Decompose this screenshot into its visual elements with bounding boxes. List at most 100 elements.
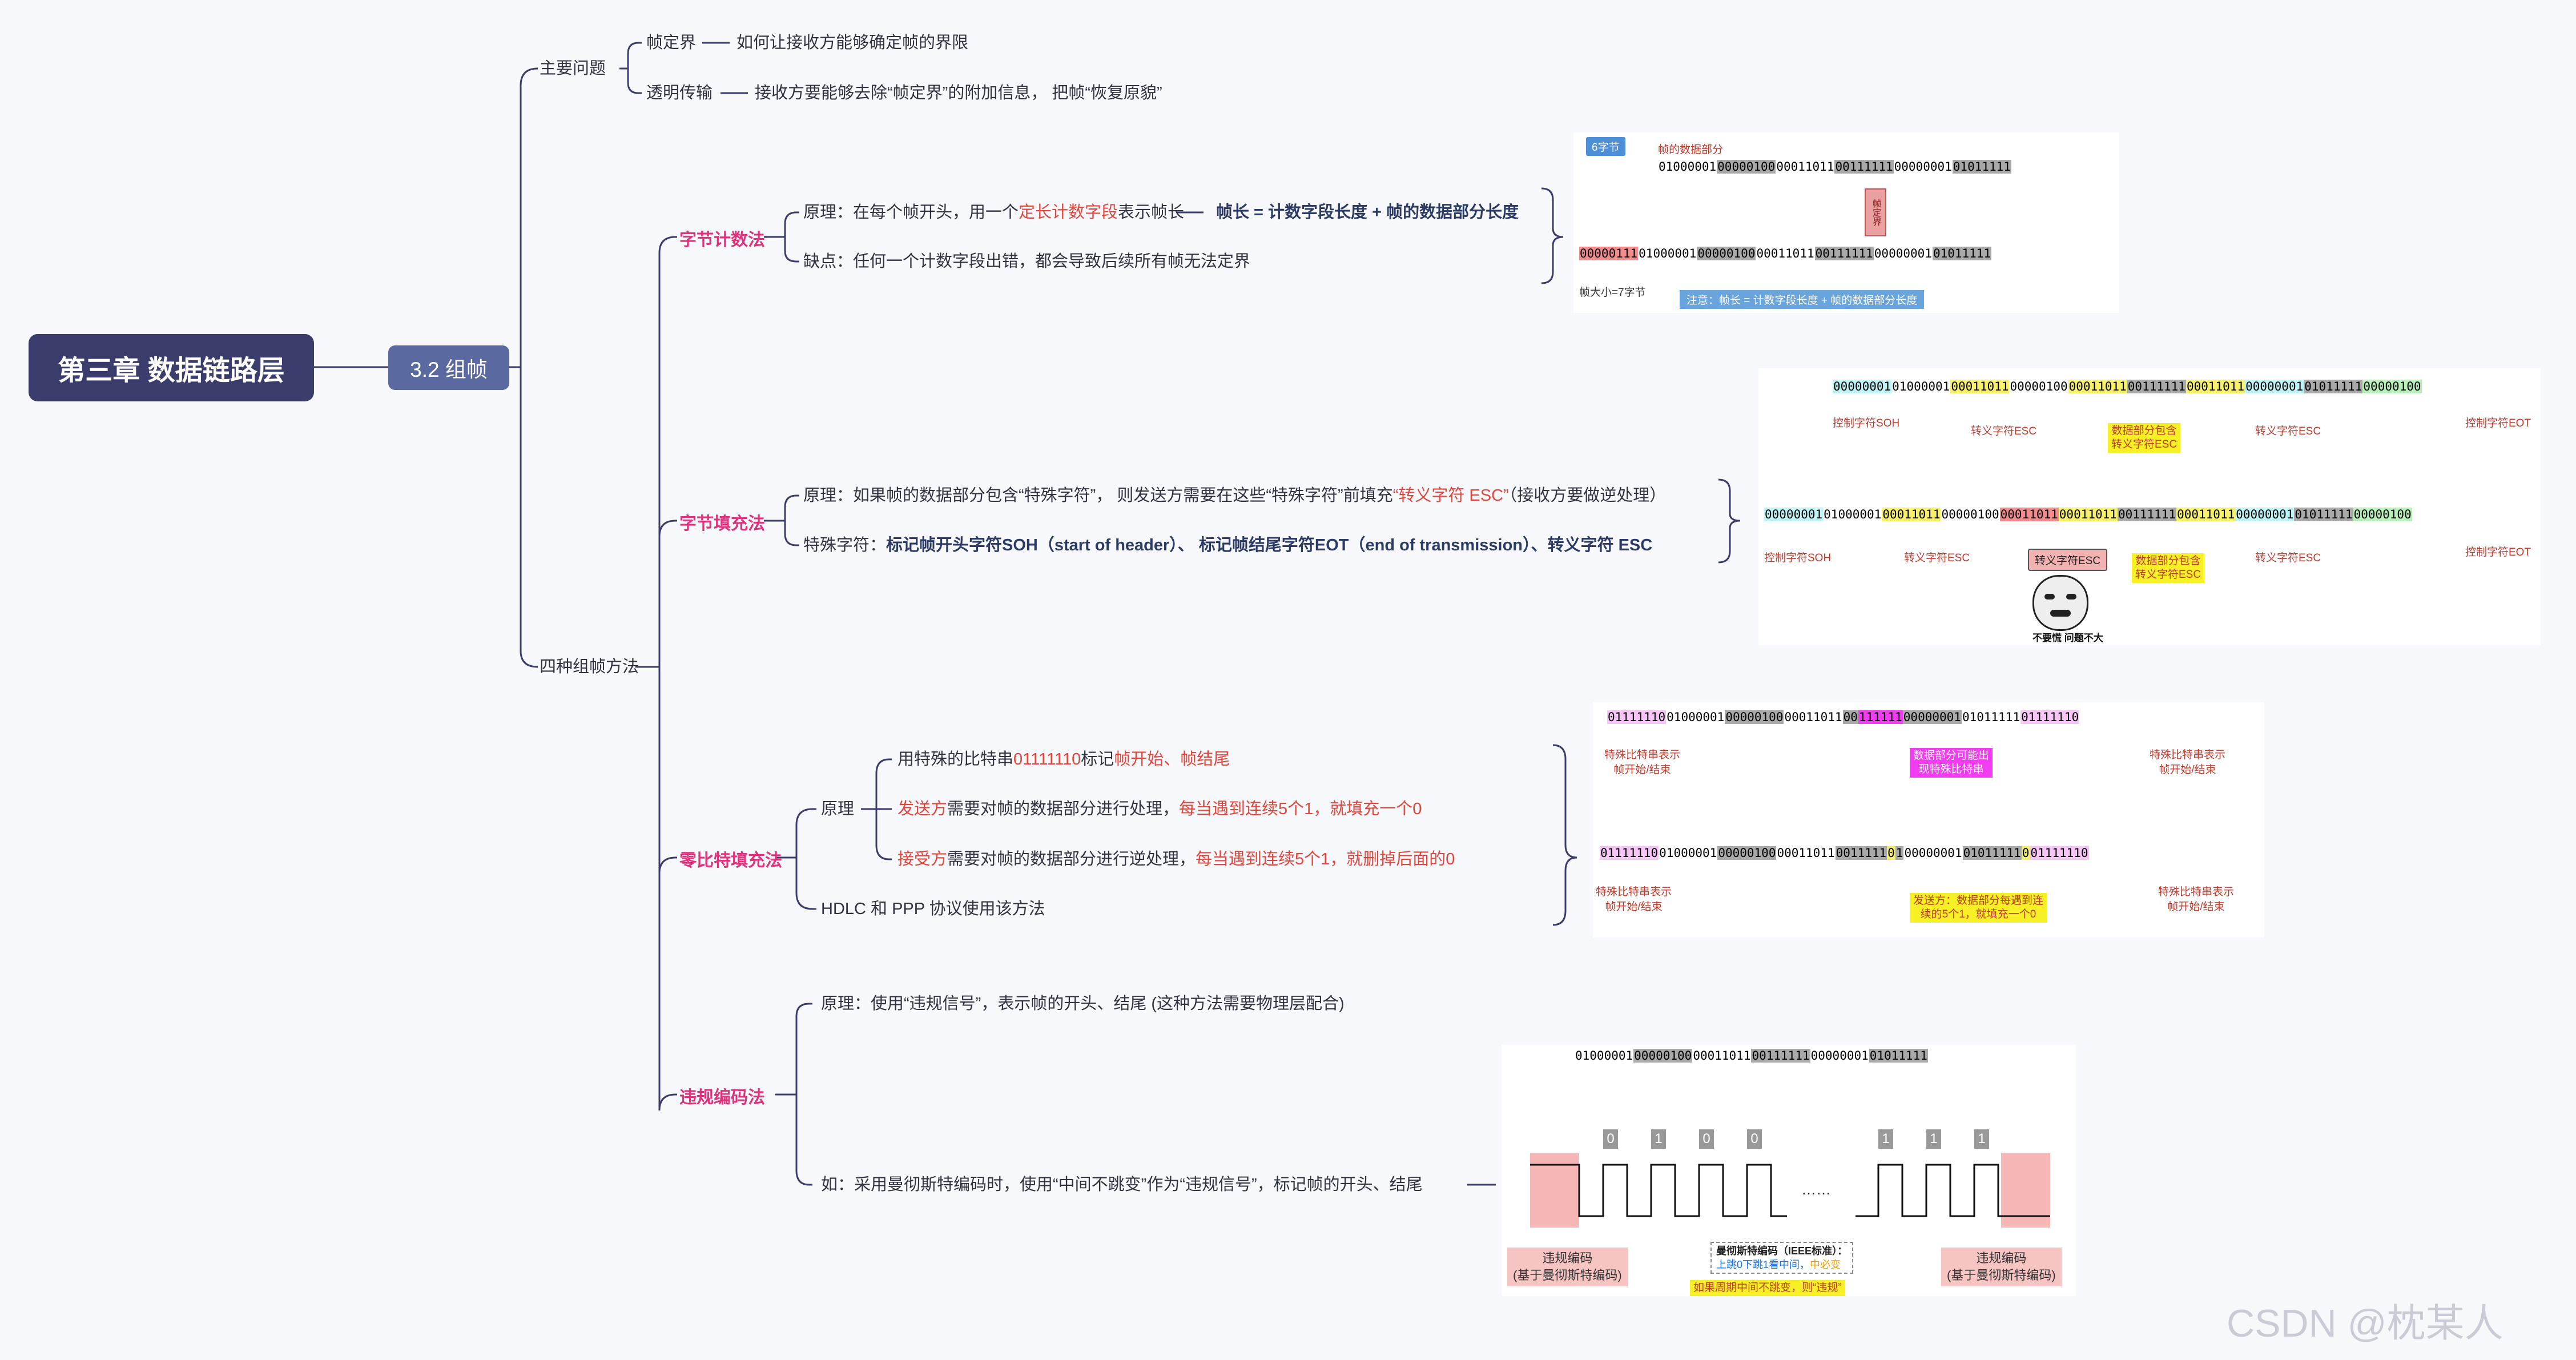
zero-stuff-hdlc: HDLC 和 PPP 协议使用该方法 [821,900,1045,918]
frame-bits-row1: 0100000100000100000110110011111100000001… [1658,159,2011,175]
data-part-caption: 帧的数据部分 [1658,144,1724,156]
byte-stuff-special: 特殊字符：标记帧开头字符SOH（start of header）、 标记帧结尾字… [803,534,1652,557]
bit-label: 0 [1699,1129,1714,1149]
zero-stuff-label[interactable]: 零比特填充法 [679,851,782,870]
bits-stuffed-zero: 0 [2021,846,2030,860]
byte-count-principle: 原理：在每个帧开头，用一个定长计数字段表示帧长 [803,201,1184,224]
bits-stuffed-zero: 0 [1887,846,1895,860]
bits-byte: 01011111 [1962,710,2020,724]
flag-label-3: 特殊比特串表示 帧开始/结束 [1596,886,1672,913]
root-topic[interactable]: 第三章 数据链路层 [29,334,314,401]
esc-label-3: 转义字符ESC [1904,552,1970,564]
byte-stuff-special-pre: 特殊字符： [803,536,887,554]
esc-label-4: 转义字符ESC [2255,552,2321,564]
transparent-label[interactable]: 透明传输 [646,84,713,102]
violation-label[interactable]: 违规编码法 [679,1088,765,1107]
six-bytes-tag: 6字节 [1586,137,1625,156]
bits-byte: 01011111 [1869,1049,1928,1063]
bits-byte: 00000001 [1894,160,1952,174]
danger-tag: 数据部分可能出 现特殊比特串 [1910,748,1993,778]
bits-byte: 00 [1842,710,1858,724]
bits-byte: 00011011 [1784,710,1842,724]
bits-esc: 00011011 [2185,380,2245,393]
esc-label-1: 转义字符ESC [1971,425,2037,437]
zero-stuff-p2-mid: 需要对帧的数据部分进行处理， [947,800,1180,818]
bits-byte: 00000100 [1633,1049,1693,1063]
watermark: CSDN @枕某人 [2227,1302,2503,1345]
bits-esc: 00011011 [2176,508,2236,521]
bits-byte: 00011011 [1756,247,1814,260]
bits-byte: 00000001 [2235,508,2295,521]
flag-label-1: 特殊比特串表示 帧开始/结束 [1604,749,1681,776]
zero-stuff-principle-label[interactable]: 原理 [821,800,855,818]
manchester-note: 曼彻斯特编码（IEEE标准）： 上跳0下跳1看中间，中必变 [1710,1242,1854,1274]
meme-caption: 不要慌 问题不大 [2032,633,2103,643]
zero-stuff-p1-red1: 01111110 [1013,750,1081,768]
byte-stuff-principle: 原理：如果帧的数据部分包含“特殊字符”， 则发送方需要在这些“特殊字符”前填充“… [803,484,1666,507]
bits-byte: 00111111 [1751,1049,1810,1063]
violation-principle: 原理：使用“违规信号”，表示帧的开头、结尾 (这种方法需要物理层配合) [821,995,1345,1013]
bits-byte: 00111111 [2117,508,2177,521]
zero-stuff-p2-red1: 发送方 [897,800,948,818]
data-esc-tag-2: 数据部分包含 转义字符ESC [2132,553,2205,583]
bits-byte: 00011011 [1693,1049,1751,1063]
byte-count-label[interactable]: 字节计数法 [679,231,765,250]
stuff-bits-row2: 0000000101000001000110110000010000011011… [1764,506,2412,522]
manchester-title: 曼彻斯特编码（IEEE标准）： [1716,1245,1848,1257]
byte-stuff-figure: 0000000101000001000110110000010000011011… [1758,368,2541,645]
violation-rule-tag: 如果周期中间不跳变，则“违规” [1690,1280,1845,1296]
zero-stuff-p3-mid: 需要对帧的数据部分进行逆处理， [947,850,1196,868]
violation-bits-row: 0100000100000100000110110011111100000001… [1575,1048,1928,1064]
bits-byte: 01011111 [1932,247,1992,260]
bit-label: 1 [1878,1129,1893,1149]
frame-size-label: 帧大小=7字节 [1579,287,1646,299]
byte-stuff-special-bold: 标记帧开头字符SOH（start of header）、 标记帧结尾字符EOT（… [886,536,1653,554]
frame-boundary-label[interactable]: 帧定界 [646,34,697,52]
meme-face-icon [2032,575,2088,631]
sender-stuff-tag: 发送方：数据部分每遇到连 续的5个1，就填充一个0 [1910,893,2047,923]
bits-byte: 01000001 [1667,710,1725,724]
violation-zone-left [1530,1153,1579,1228]
bits-byte: 00011011 [1776,160,1834,174]
zero-stuff-figure: 0111111001000001000001000001101100111111… [1593,702,2264,937]
manchester-line: 上跳0下跳1看中间，中必变 [1716,1258,1848,1272]
byte-stuff-label[interactable]: 字节填充法 [679,514,765,533]
section-topic[interactable]: 3.2 组帧 [388,345,509,390]
violation-zone-right [2001,1153,2050,1228]
bits-esc: 00011011 [1950,380,2010,393]
bit-label: 1 [1651,1129,1666,1149]
bits-byte: 01000001 [1892,380,1950,393]
violation-figure: 0100000100000100000110110011111100000001… [1502,1045,2076,1296]
bits-flag: 01111110 [2030,846,2089,860]
flag-label-2: 特殊比特串表示 帧开始/结束 [2150,749,2226,776]
bits-flag: 01111110 [1607,710,1667,724]
zero-stuff-p1-pre: 用特殊的比特串 [897,750,1014,768]
main-issues-label[interactable]: 主要问题 [540,59,606,78]
ellipsis: …… [1801,1181,1831,1198]
frame-bits-row2: 0000011101000001000001000001101100111111… [1579,246,1992,261]
manchester-line-a: 上跳0下跳1看中间， [1716,1259,1810,1270]
frame-delimit-arrow: 帧定界 [1865,188,1886,236]
zero-stuff-p1-mid: 标记 [1081,750,1114,768]
zero-bits-row1: 0111111001000001000001000001101100111111… [1607,709,2080,725]
data-esc-tag-1: 数据部分包含 转义字符ESC [2108,423,2181,453]
bits-esc: 00011011 [1882,508,1941,521]
bits-byte: 00000001 [1810,1049,1869,1063]
manchester-line-b: 中必变 [1810,1259,1841,1270]
bits-eot: 00000100 [2362,380,2422,393]
zero-stuff-p3-red2: 每当遇到连续5个1，就删掉后面的0 [1196,850,1455,868]
zero-stuff-p1: 用特殊的比特串01111110标记帧开始、帧结尾 [897,748,1230,771]
bits-count-byte: 00000111 [1579,247,1639,260]
byte-count-principle-red: 定长计数字段 [1019,203,1118,222]
bits-byte: 00000001 [1904,846,1962,860]
root-topic-label: 第三章 数据链路层 [58,356,285,386]
bits-byte: 00000001 [1874,247,1932,260]
soh-label-1: 控制字符SOH [1833,417,1900,429]
bit-label: 0 [1603,1129,1618,1149]
bits-byte: 01000001 [1639,247,1697,260]
eot-label-2: 控制字符EOT [2465,546,2531,558]
methods-label[interactable]: 四种组帧方法 [540,658,639,676]
bits-byte: 1 [1895,846,1904,860]
section-topic-label: 3.2 组帧 [410,358,488,381]
bits-byte: 01011111 [1952,160,2011,174]
